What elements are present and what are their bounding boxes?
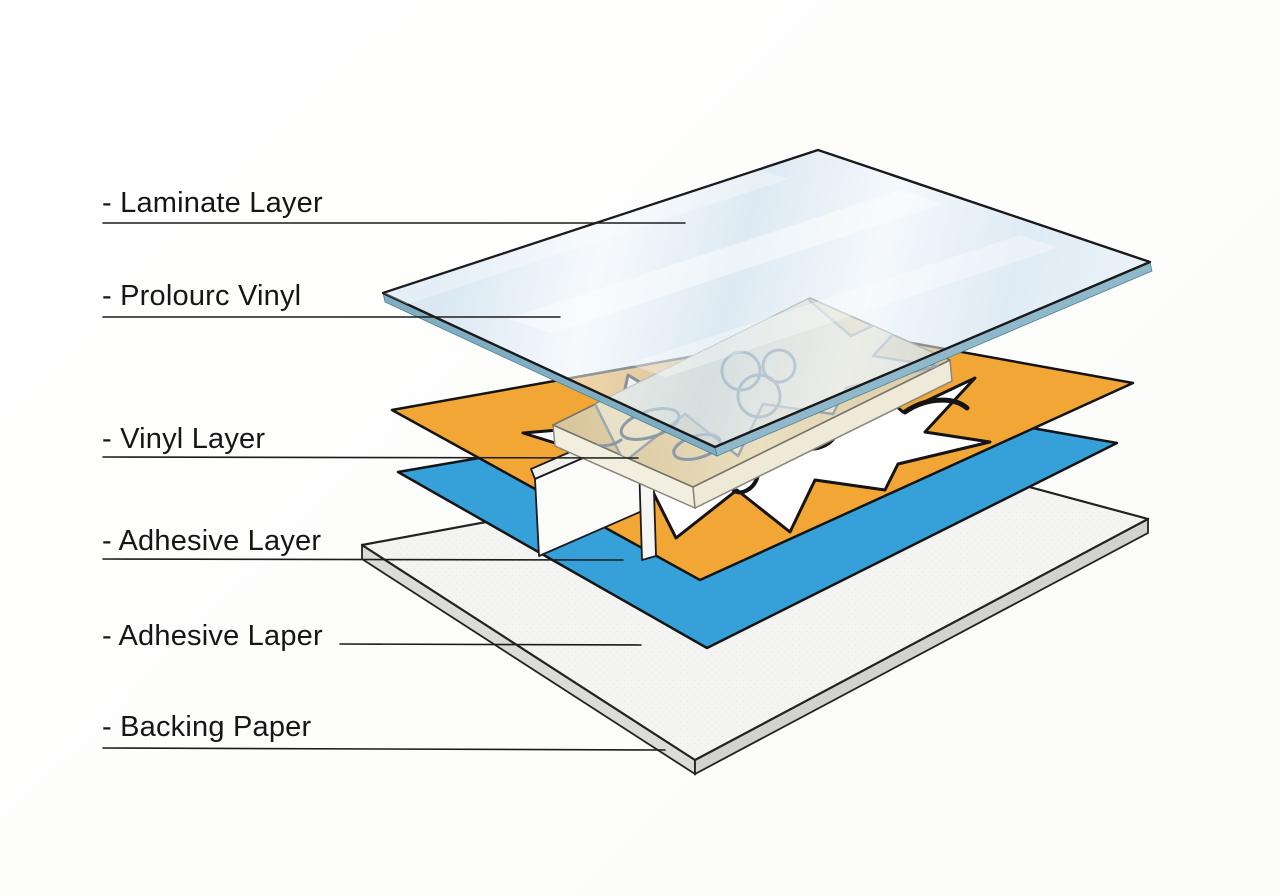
leader-vinyl-layer bbox=[102, 456, 639, 459]
label-laminate-layer: - Laminate Layer bbox=[102, 187, 323, 219]
label-adhesive-laper: - Adhesive Laper bbox=[102, 620, 323, 652]
leader-backing-paper bbox=[102, 747, 666, 751]
label-backing-paper: - Backing Paper bbox=[102, 711, 312, 743]
label-printed-vinyl: - Prolourc Vinyl bbox=[102, 280, 302, 312]
label-vinyl-layer: - Vinyl Layer bbox=[102, 423, 266, 455]
label-adhesive-layer: - Adhesive Layer bbox=[102, 525, 322, 557]
leader-adhesive-laper bbox=[339, 643, 642, 646]
leader-adhesive-layer bbox=[102, 558, 624, 561]
laminate-sheet bbox=[381, 148, 1153, 457]
glass-sheen bbox=[383, 170, 1058, 377]
leader-lines bbox=[102, 222, 686, 751]
